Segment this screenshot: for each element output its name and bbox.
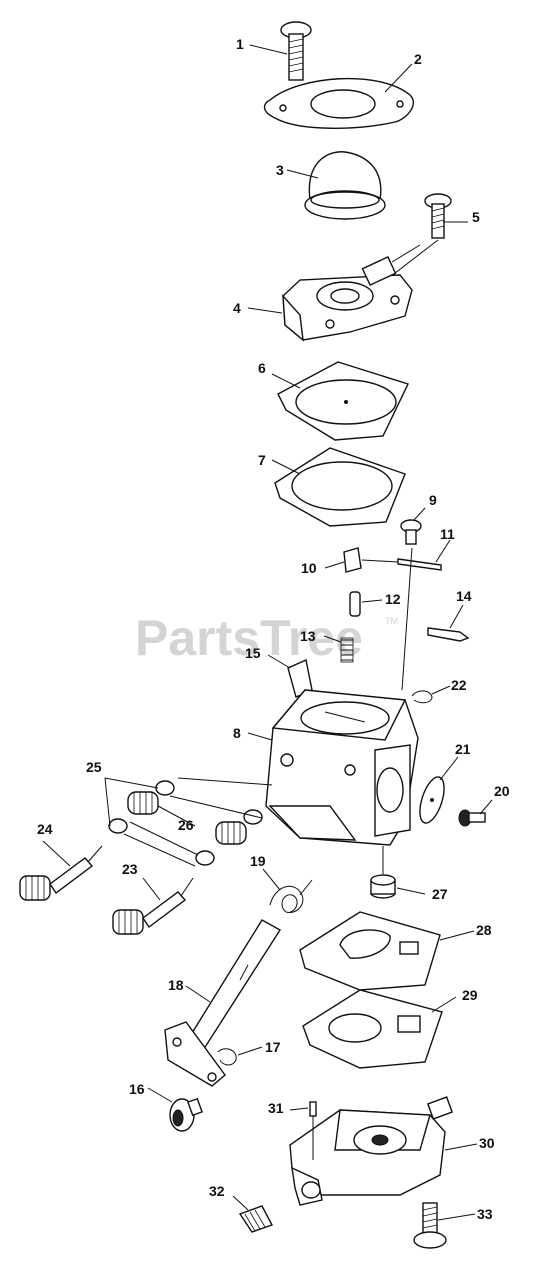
part-5-screw[interactable]	[424, 193, 452, 239]
part-16-screw[interactable]	[169, 1097, 203, 1132]
part-21-gasket[interactable]	[415, 774, 449, 826]
part-28-gasket[interactable]	[299, 911, 441, 991]
label-8: 8	[233, 725, 241, 741]
label-32: 32	[209, 1183, 225, 1199]
label-30: 30	[479, 1135, 495, 1151]
part-29-gasket[interactable]	[302, 989, 443, 1069]
part-8-carburetor-body[interactable]	[265, 689, 419, 846]
watermark-trademark: TM	[385, 616, 398, 626]
part-6-diaphragm[interactable]	[277, 361, 409, 441]
label-16: 16	[129, 1081, 145, 1097]
label-5: 5	[472, 209, 480, 225]
label-10: 10	[301, 560, 317, 576]
label-2: 2	[414, 51, 422, 67]
label-9: 9	[429, 492, 437, 508]
callout-labels: 1 2 3 4 5 6 7 8 9 10 11 12 13 14 15 16 1…	[37, 36, 510, 1222]
part-26-springs[interactable]	[127, 791, 247, 845]
part-22-clip[interactable]	[411, 690, 433, 704]
part-18-throttle-shaft[interactable]	[164, 919, 281, 1087]
part-4-pump-cover[interactable]	[282, 244, 421, 342]
label-20: 20	[494, 783, 510, 799]
label-18: 18	[168, 977, 184, 993]
part-9-screw[interactable]	[400, 519, 422, 545]
label-7: 7	[258, 452, 266, 468]
part-14-pin[interactable]	[427, 627, 470, 642]
label-12: 12	[385, 591, 401, 607]
label-15: 15	[245, 645, 261, 661]
label-25: 25	[86, 759, 102, 775]
part-11-pin[interactable]	[361, 558, 442, 571]
label-22: 22	[451, 677, 467, 693]
label-28: 28	[476, 922, 492, 938]
part-10-lever[interactable]	[343, 547, 362, 573]
label-4: 4	[233, 300, 241, 316]
label-24: 24	[37, 821, 53, 837]
label-13: 13	[300, 628, 316, 644]
label-21: 21	[455, 741, 471, 757]
part-20-screw[interactable]	[458, 809, 486, 827]
label-26: 26	[178, 817, 194, 833]
label-6: 6	[258, 360, 266, 376]
part-3-primer-bulb[interactable]	[304, 151, 386, 220]
label-1: 1	[236, 36, 244, 52]
label-17: 17	[265, 1039, 281, 1055]
label-27: 27	[432, 886, 448, 902]
label-14: 14	[456, 588, 472, 604]
part-12-needle[interactable]	[349, 591, 361, 617]
part-31-pin[interactable]	[309, 1101, 317, 1160]
leader-9	[401, 547, 413, 691]
part-25-o-rings[interactable]	[108, 780, 263, 866]
label-33: 33	[477, 1206, 493, 1222]
watermark: PartsTree	[135, 610, 363, 666]
label-31: 31	[268, 1100, 284, 1116]
part-24-needle[interactable]	[19, 845, 103, 901]
part-23-needle[interactable]	[112, 877, 194, 935]
part-33-screw[interactable]	[413, 1202, 447, 1249]
part-27-plug[interactable]	[370, 846, 396, 899]
part-7-gasket[interactable]	[274, 447, 406, 527]
label-19: 19	[250, 853, 266, 869]
label-29: 29	[462, 987, 478, 1003]
part-17-clip[interactable]	[217, 1048, 237, 1066]
label-11: 11	[440, 526, 455, 542]
label-23: 23	[122, 861, 138, 877]
part-32-screw[interactable]	[238, 1205, 273, 1233]
leader-lines	[42, 44, 493, 1221]
part-1-screw[interactable]	[280, 21, 312, 81]
guide-lines	[123, 777, 273, 867]
part-19-spring[interactable]	[269, 879, 313, 914]
part-30-pump-body[interactable]	[289, 1096, 454, 1206]
label-3: 3	[276, 162, 284, 178]
part-2-gasket[interactable]	[263, 77, 414, 129]
part-13-spring[interactable]	[340, 637, 354, 663]
